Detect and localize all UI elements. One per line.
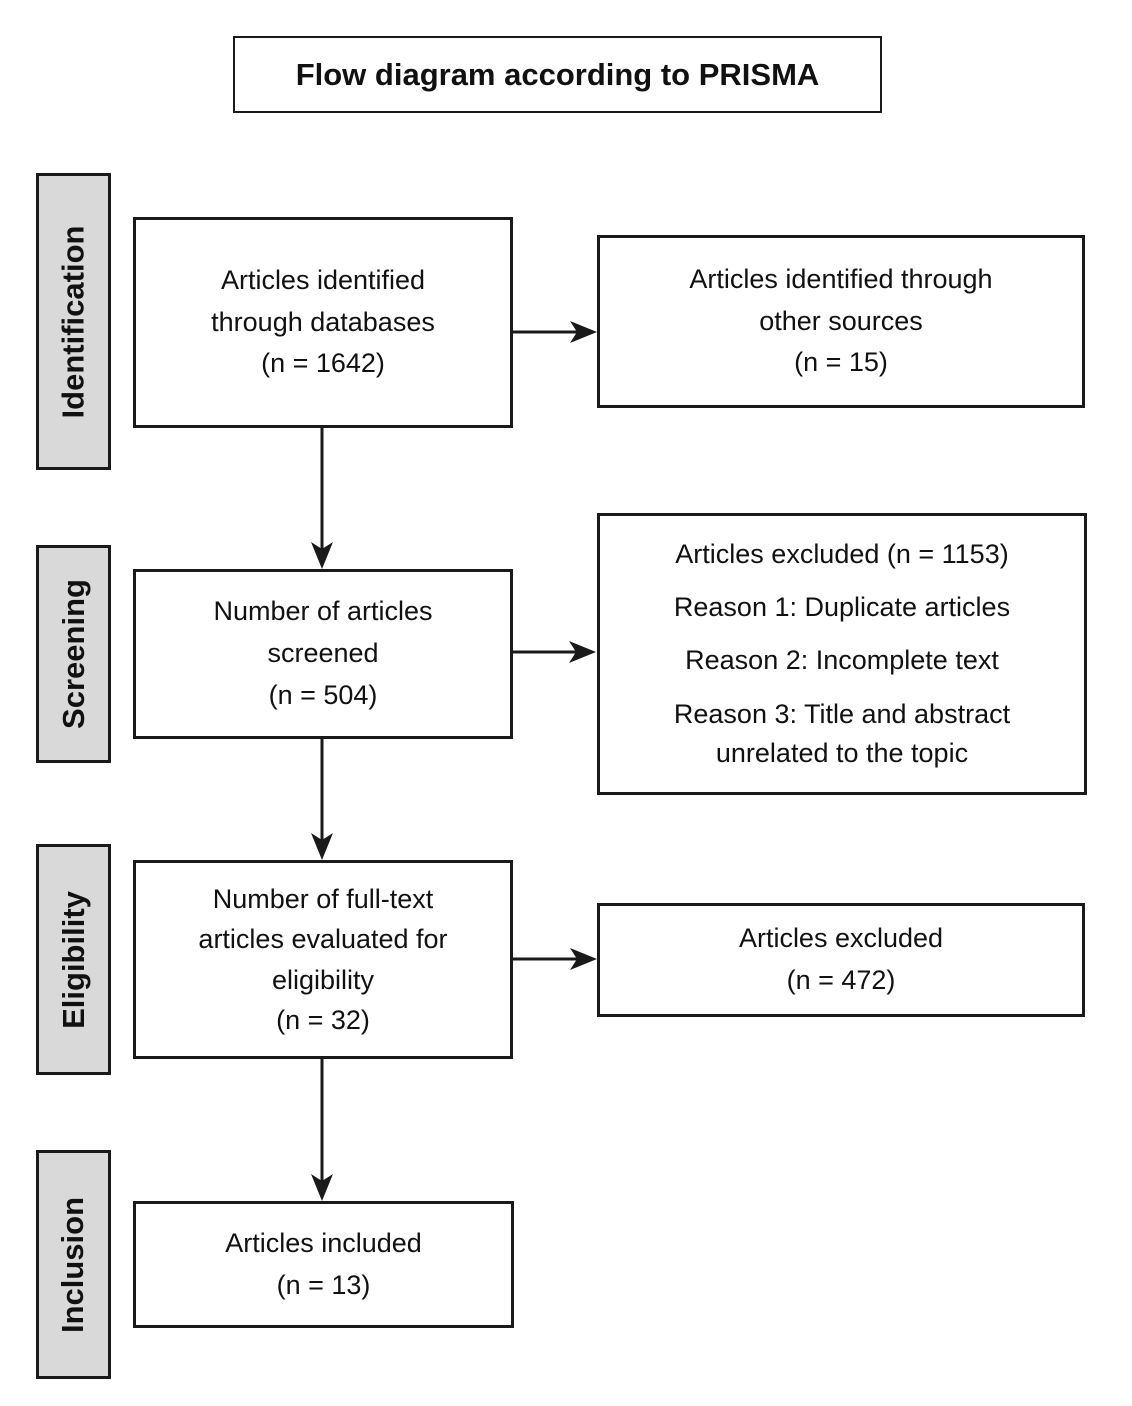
- box-text-line: (n = 13): [276, 1269, 371, 1300]
- box-text-line: Articles identified through: [689, 263, 993, 294]
- box-text-line: Articles included: [225, 1227, 422, 1258]
- box-text-line: through databases: [211, 306, 435, 337]
- stage-label-identification: Identification: [55, 225, 91, 418]
- box-text-line: Reason 1: Duplicate articles: [673, 592, 1011, 623]
- arrow-databases-to-other-sources: [513, 321, 597, 343]
- box-text-line: (n = 32): [276, 1005, 370, 1035]
- box-text-line: Articles identified: [220, 264, 426, 295]
- box-text-line: Reason 3: Title and abstract unrelated t…: [673, 698, 1011, 768]
- arrow-fulltext-to-included: [311, 1059, 333, 1201]
- box-text-line: eligibility: [271, 964, 375, 995]
- stage-label-eligibility: Eligibility: [55, 890, 91, 1029]
- box-text-line: Number of full-text: [212, 883, 434, 914]
- box-text-line: Number of articles: [213, 596, 433, 627]
- box-text-line: (n = 1642): [261, 348, 385, 379]
- stage-label-inclusion: Inclusion: [55, 1196, 91, 1333]
- box-text-line: articles evaluated for: [198, 924, 448, 954]
- arrow-fulltext-to-excluded: [513, 948, 597, 970]
- stage-bar-identification: Identification: [36, 173, 111, 470]
- box-articles-excluded-eligibility: Articles excluded (n = 472): [597, 903, 1085, 1017]
- box-articles-included: Articles included (n = 13): [133, 1201, 514, 1328]
- box-text-line: (n = 472): [786, 965, 896, 995]
- box-text-line: (n = 15): [794, 347, 888, 378]
- box-text-line: Reason 2: Incomplete text: [685, 645, 999, 676]
- box-text-line: (n = 504): [268, 679, 378, 710]
- arrow-databases-to-screened: [311, 428, 333, 569]
- stage-bar-inclusion: Inclusion: [36, 1150, 111, 1379]
- box-text-line: Articles excluded (n = 1153): [675, 539, 1009, 570]
- diagram-title-box: Flow diagram according to PRISMA: [233, 36, 882, 113]
- stage-bar-eligibility: Eligibility: [36, 844, 111, 1075]
- box-text-line: other sources: [759, 305, 923, 336]
- stage-bar-screening: Screening: [36, 545, 111, 763]
- stage-label-screening: Screening: [55, 579, 91, 729]
- box-text-line: Articles excluded: [738, 923, 944, 954]
- box-articles-identified-databases: Articles identified through databases (n =…: [133, 217, 513, 428]
- box-articles-identified-other-sources: Articles identified through other sources…: [597, 235, 1085, 408]
- box-articles-excluded-screening: Articles excluded (n = 1153) Reason 1: Du…: [597, 513, 1087, 795]
- box-text-line: screened: [267, 638, 379, 669]
- box-fulltext-evaluated: Number of full-text articles evaluated fo…: [133, 860, 513, 1059]
- diagram-title: Flow diagram according to PRISMA: [295, 56, 820, 92]
- box-articles-screened: Number of articles screened (n = 504): [133, 569, 513, 739]
- arrow-screened-to-excluded: [512, 641, 596, 663]
- arrow-screened-to-fulltext: [311, 739, 333, 860]
